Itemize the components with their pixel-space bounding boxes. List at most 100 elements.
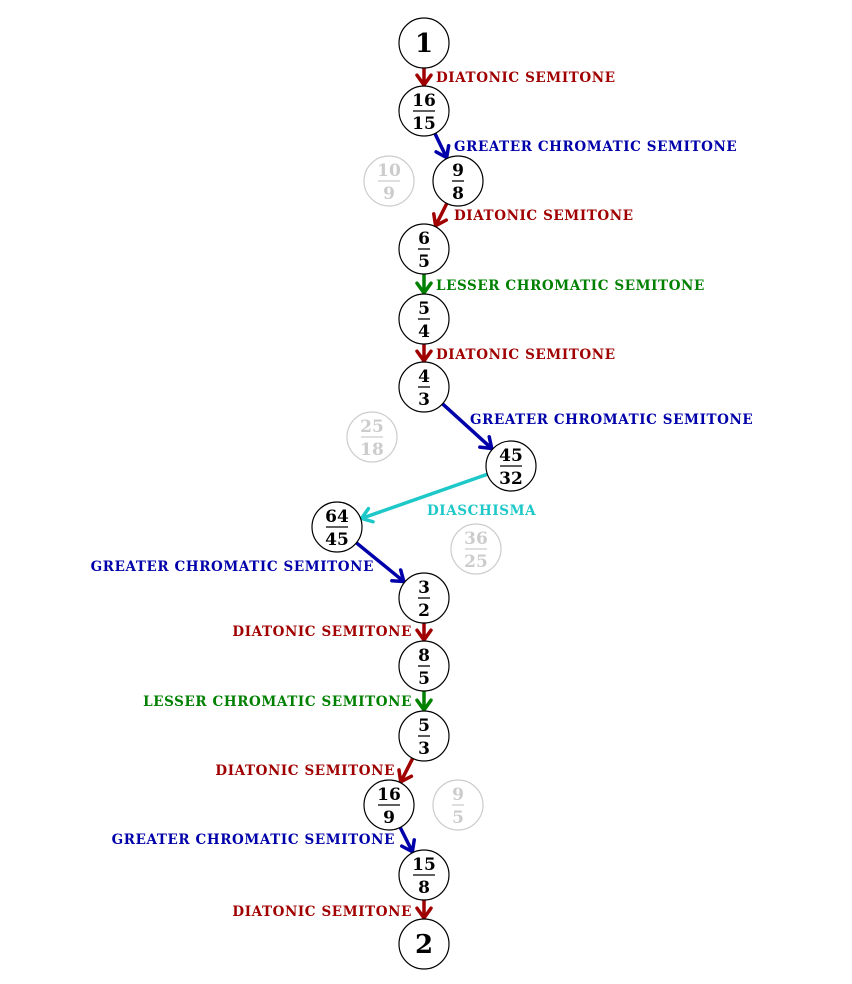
- node-denominator: 15: [412, 114, 436, 134]
- labels-layer: DIATONIC SEMITONE GREATER CHROMATIC SEMIT…: [91, 70, 753, 920]
- node-denominator: 5: [418, 669, 430, 689]
- node-numerator: 45: [499, 446, 523, 466]
- ratio-node: 2: [398, 918, 450, 970]
- arrowhead-icon: [400, 838, 416, 854]
- arrow-shaft: [359, 472, 490, 521]
- node-numerator: 6: [418, 229, 430, 249]
- nodes-layer: 1161598655443453264453285531691582109251…: [311, 17, 537, 970]
- node-numerator: 16: [412, 91, 436, 111]
- node-denominator: 8: [452, 184, 464, 204]
- node-numerator: 3: [418, 578, 430, 598]
- interval-arrow-diatonic: [415, 66, 433, 87]
- node-circle: [398, 918, 450, 970]
- node-integer: 2: [415, 930, 433, 960]
- node-denominator: 18: [360, 440, 384, 460]
- arrowhead-icon: [415, 73, 433, 87]
- node-denominator: 9: [383, 808, 395, 828]
- node-denominator: 3: [418, 390, 430, 410]
- node-denominator: 3: [418, 739, 430, 759]
- node-denominator: 2: [418, 601, 430, 621]
- node-numerator: 4: [418, 367, 430, 387]
- ghost-ratio-node: 95: [432, 779, 484, 831]
- node-numerator: 5: [418, 299, 430, 319]
- node-denominator: 4: [418, 322, 430, 342]
- node-numerator: 16: [377, 785, 401, 805]
- interval-label: GREATER CHROMATIC SEMITONE: [91, 559, 374, 575]
- arrowhead-icon: [415, 281, 433, 295]
- ratio-node: 54: [398, 293, 450, 345]
- arrow-shaft: [399, 756, 415, 784]
- ratio-node: 1: [398, 17, 450, 69]
- ghost-ratio-node: 109: [363, 155, 415, 207]
- interval-arrow-diatonic: [415, 898, 433, 920]
- node-denominator: 8: [418, 878, 430, 898]
- arrowhead-icon: [415, 906, 433, 920]
- edges-layer: [354, 66, 494, 920]
- interval-label: DIATONIC SEMITONE: [232, 624, 412, 640]
- interval-label: DIATONIC SEMITONE: [454, 208, 634, 224]
- node-integer: 1: [415, 29, 433, 59]
- node-numerator: 36: [464, 529, 488, 549]
- node-circle: [398, 17, 450, 69]
- ratio-node: 98: [432, 155, 484, 207]
- node-numerator: 9: [452, 785, 464, 805]
- node-numerator: 15: [412, 855, 436, 875]
- node-denominator: 25: [464, 552, 488, 572]
- interval-arrow-greater: [440, 402, 494, 451]
- arrow-shaft: [440, 402, 494, 451]
- arrowhead-icon: [434, 144, 451, 160]
- ratio-node: 43: [398, 361, 450, 413]
- interval-label: DIASCHISMA: [427, 503, 536, 519]
- interval-label: GREATER CHROMATIC SEMITONE: [454, 139, 737, 155]
- interval-arrow-greater: [433, 131, 451, 160]
- arrow-shaft: [433, 201, 449, 228]
- interval-arrow-lesser: [415, 689, 433, 712]
- node-numerator: 64: [325, 507, 349, 527]
- node-denominator: 32: [499, 469, 523, 489]
- arrowhead-icon: [415, 628, 433, 642]
- interval-arrow-greater: [398, 825, 416, 854]
- ratio-node: 158: [398, 849, 450, 901]
- interval-label: GREATER CHROMATIC SEMITONE: [112, 832, 395, 848]
- arrowhead-icon: [478, 435, 494, 451]
- node-numerator: 10: [377, 161, 401, 181]
- node-numerator: 9: [452, 161, 464, 181]
- node-denominator: 9: [383, 184, 395, 204]
- arrow-shaft: [433, 131, 449, 160]
- arrowhead-icon: [432, 212, 448, 228]
- arrowhead-icon: [415, 698, 433, 712]
- interval-label: LESSER CHROMATIC SEMITONE: [143, 694, 412, 710]
- ratio-node: 169: [363, 779, 415, 831]
- interval-label: DIATONIC SEMITONE: [436, 70, 616, 86]
- interval-label: DIATONIC SEMITONE: [215, 763, 395, 779]
- interval-arrow-diatonic: [415, 342, 433, 363]
- interval-arrow-diaschisma: [359, 472, 490, 524]
- interval-label: DIATONIC SEMITONE: [436, 347, 616, 363]
- interval-arrow-diatonic: [397, 756, 415, 784]
- interval-arrow-lesser: [415, 272, 433, 295]
- interval-arrow-diatonic: [415, 621, 433, 642]
- arrowhead-icon: [415, 349, 433, 363]
- node-numerator: 5: [418, 716, 430, 736]
- arrowhead-icon: [390, 568, 406, 584]
- arrowhead-icon: [397, 768, 414, 784]
- interval-arrow-greater: [354, 541, 406, 584]
- arrowhead-icon: [359, 506, 375, 524]
- interval-label: GREATER CHROMATIC SEMITONE: [470, 412, 753, 428]
- interval-label: DIATONIC SEMITONE: [232, 904, 412, 920]
- node-denominator: 5: [452, 808, 464, 828]
- interval-arrow-diatonic: [432, 201, 449, 228]
- node-denominator: 45: [325, 530, 349, 550]
- arrow-shaft: [398, 825, 415, 854]
- arrow-shaft: [354, 541, 406, 584]
- ratio-node: 65: [398, 223, 450, 275]
- interval-label: LESSER CHROMATIC SEMITONE: [436, 278, 705, 294]
- ratio-node: 32: [398, 572, 450, 624]
- node-denominator: 5: [418, 252, 430, 272]
